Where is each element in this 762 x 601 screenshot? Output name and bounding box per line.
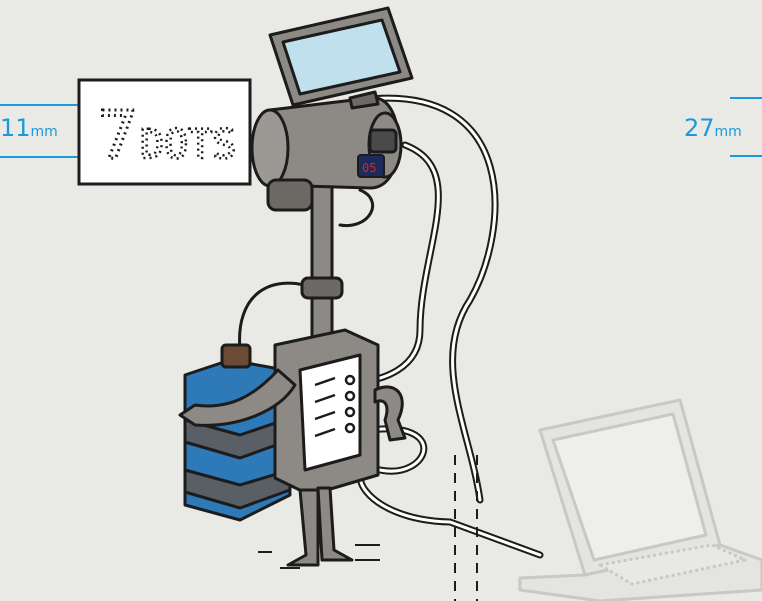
- print-sample-digit: 7: [98, 97, 138, 174]
- dimension-left-unit: mm: [31, 124, 58, 140]
- dimension-label-27mm: 27mm: [684, 114, 742, 142]
- monitor: [270, 8, 412, 108]
- dimension-right-unit: mm: [715, 124, 742, 140]
- dimension-label-11mm: 11mm: [0, 114, 58, 142]
- print-sample-text: DOTS: [140, 122, 236, 168]
- pole-clamp: [302, 278, 342, 298]
- controller-body: [275, 330, 378, 495]
- legs: [288, 488, 352, 565]
- dimension-left-value: 11: [0, 114, 31, 142]
- dimension-right-value: 27: [684, 114, 715, 142]
- counter-display: 05: [362, 161, 376, 175]
- stand-pole: [312, 175, 332, 345]
- laptop: [520, 400, 762, 601]
